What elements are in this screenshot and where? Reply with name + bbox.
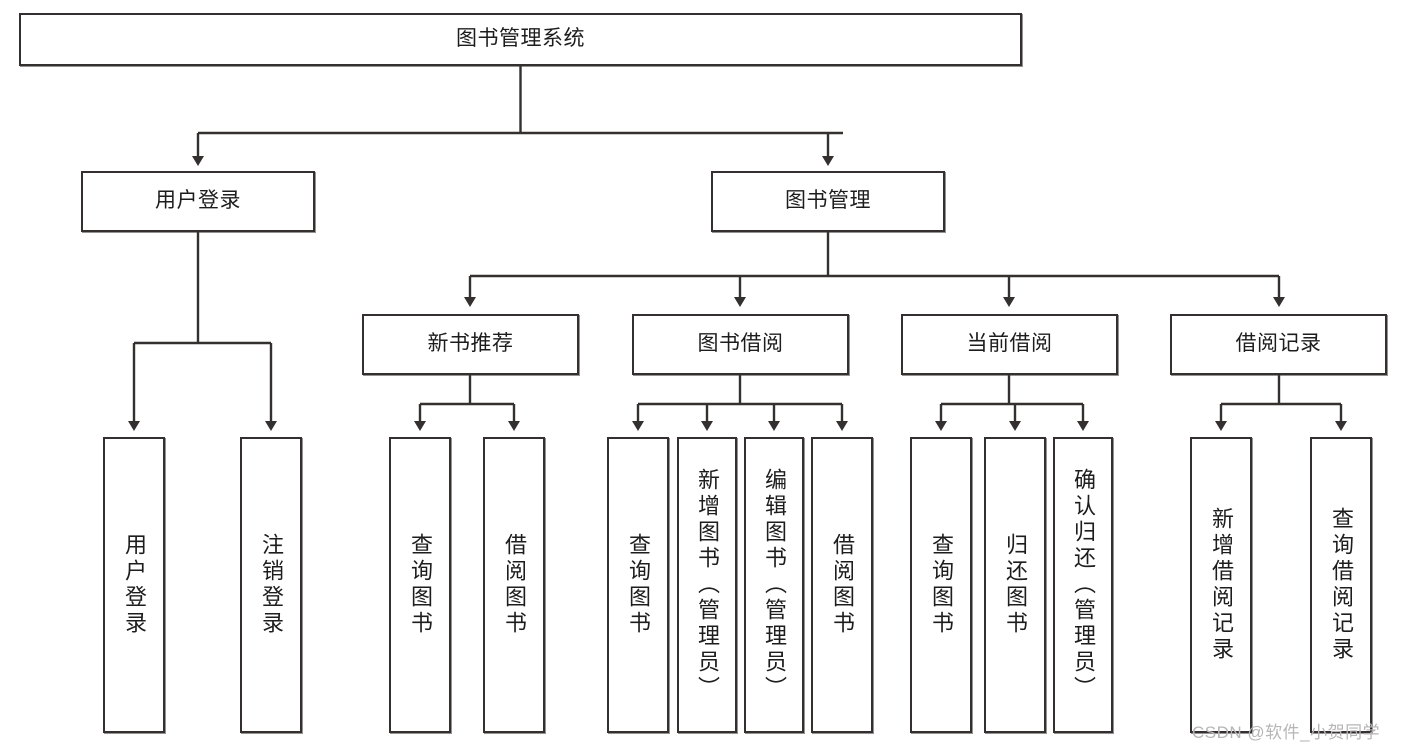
node-current-borrow-label: 当前借阅 [966, 332, 1053, 356]
leaf-query-book-borrow-label: 查询图书 [626, 533, 651, 637]
leaf-query-book-recommend[interactable]: 查询图书 [389, 437, 451, 733]
leaf-query-book-current-label: 查询图书 [929, 533, 954, 637]
leaf-query-book-borrow[interactable]: 查询图书 [607, 437, 669, 733]
leaf-borrow-book[interactable]: 借阅图书 [811, 437, 873, 733]
csdn-watermark: CSDN @软件_小贺同学 [1192, 723, 1381, 742]
node-root[interactable]: 图书管理系统 [19, 13, 1022, 66]
leaf-borrow-book-label: 借阅图书 [830, 533, 855, 637]
node-user-login[interactable]: 用户登录 [81, 171, 315, 232]
leaf-user-login[interactable]: 用户登录 [103, 437, 165, 733]
node-book-borrow-label: 图书借阅 [697, 332, 784, 356]
node-borrow-record-label: 借阅记录 [1235, 332, 1322, 356]
leaf-user-logout-label: 注销登录 [259, 533, 284, 637]
leaf-borrow-book-recommend-label: 借阅图书 [502, 533, 527, 637]
node-user-login-label: 用户登录 [155, 189, 241, 213]
leaf-confirm-return-admin[interactable]: 确认归还（管理员） [1053, 437, 1113, 733]
leaf-confirm-return-admin-label: 确认归还（管理员） [1071, 468, 1096, 702]
leaf-edit-book-admin[interactable]: 编辑图书（管理员） [744, 437, 804, 733]
leaf-borrow-book-recommend[interactable]: 借阅图书 [483, 437, 545, 733]
node-root-label: 图书管理系统 [456, 27, 585, 51]
node-book-management-label: 图书管理 [785, 189, 871, 213]
leaf-user-login-label: 用户登录 [122, 533, 147, 637]
leaf-query-book-recommend-label: 查询图书 [408, 533, 433, 637]
leaf-query-book-current[interactable]: 查询图书 [910, 437, 972, 733]
leaf-add-borrow-record-label: 新增借阅记录 [1209, 507, 1234, 663]
node-book-borrow[interactable]: 图书借阅 [632, 314, 849, 375]
leaf-add-book-admin-label: 新增图书（管理员） [695, 468, 720, 702]
node-current-borrow[interactable]: 当前借阅 [901, 314, 1118, 375]
leaf-query-borrow-record[interactable]: 查询借阅记录 [1310, 437, 1372, 733]
node-borrow-record[interactable]: 借阅记录 [1170, 314, 1387, 375]
leaf-query-borrow-record-label: 查询借阅记录 [1329, 507, 1354, 663]
node-new-book-recommend[interactable]: 新书推荐 [362, 314, 579, 375]
node-book-management[interactable]: 图书管理 [711, 171, 945, 232]
leaf-return-book[interactable]: 归还图书 [984, 437, 1046, 733]
leaf-add-book-admin[interactable]: 新增图书（管理员） [677, 437, 737, 733]
leaf-return-book-label: 归还图书 [1003, 533, 1028, 637]
leaf-user-logout[interactable]: 注销登录 [240, 437, 302, 733]
node-new-book-recommend-label: 新书推荐 [427, 332, 514, 356]
leaf-add-borrow-record[interactable]: 新增借阅记录 [1190, 437, 1252, 733]
leaf-edit-book-admin-label: 编辑图书（管理员） [762, 468, 787, 702]
